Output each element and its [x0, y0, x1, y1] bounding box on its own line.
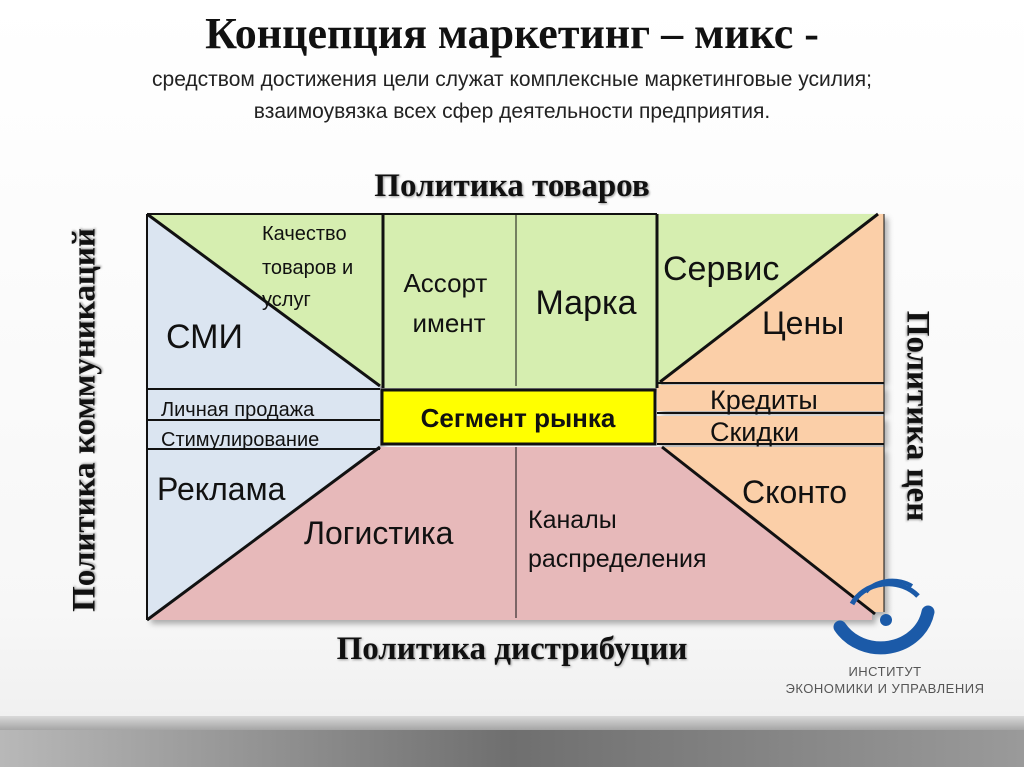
product-middle-region [383, 214, 657, 388]
footer-bar [0, 716, 1024, 767]
skonto-label: Сконто [742, 474, 847, 510]
segment-label: Сегмент рынка [421, 403, 616, 433]
logo-text-line-1: ИНСТИТУТ [848, 664, 922, 679]
personal-selling-label: Личная продажа [161, 399, 315, 421]
channels-line-2: распределения [528, 545, 707, 573]
subtitle-line-2: взаимоувязка всех сфер деятельности пред… [253, 100, 771, 123]
communications-policy-label: Политика коммуникаций [66, 228, 103, 612]
channels-label: Каналы распределения [528, 506, 707, 573]
discounts-bar [657, 416, 884, 444]
prices-label: Цены [762, 305, 844, 341]
price-policy-label: Политика цен [899, 310, 936, 522]
discounts-label: Скидки [710, 417, 799, 447]
credits-bar [657, 385, 884, 411]
quality-label: Качество товаров и услуг [262, 223, 359, 311]
credits-label: Кредиты [710, 385, 818, 415]
advertising-label: Реклама [157, 471, 286, 507]
assortment-label: Ассорт имент [403, 268, 494, 338]
price-lower-region [662, 447, 884, 612]
stimulation-bar [147, 424, 379, 448]
stimulation-label: Стимулирование [161, 429, 319, 451]
logistics-label: Логистика [304, 515, 454, 551]
assortment-line-2: имент [412, 308, 485, 338]
media-label: СМИ [166, 318, 243, 356]
personal-selling-bar [147, 392, 379, 420]
quality-line-1: Качество [262, 223, 347, 245]
institute-logo-icon [833, 578, 935, 655]
distribution-policy-label: Политика дистрибуции [336, 631, 688, 667]
channels-line-1: Каналы [528, 506, 617, 534]
quality-line-3: услуг [262, 289, 311, 311]
brand-label: Марка [535, 284, 636, 322]
quality-line-2: товаров и [262, 257, 353, 279]
service-label: Сервис [663, 250, 779, 288]
page-title: Концепция маркетинг – микс - [205, 9, 819, 58]
product-policy-label: Политика товаров [374, 168, 650, 204]
distribution-region [147, 447, 872, 620]
logo-text-line-2: ЭКОНОМИКИ И УПРАВЛЕНИЯ [785, 681, 985, 696]
subtitle-line-1: средством достижения цели служат комплек… [152, 68, 872, 91]
assortment-line-1: Ассорт [403, 268, 487, 298]
segment-box [380, 388, 657, 446]
